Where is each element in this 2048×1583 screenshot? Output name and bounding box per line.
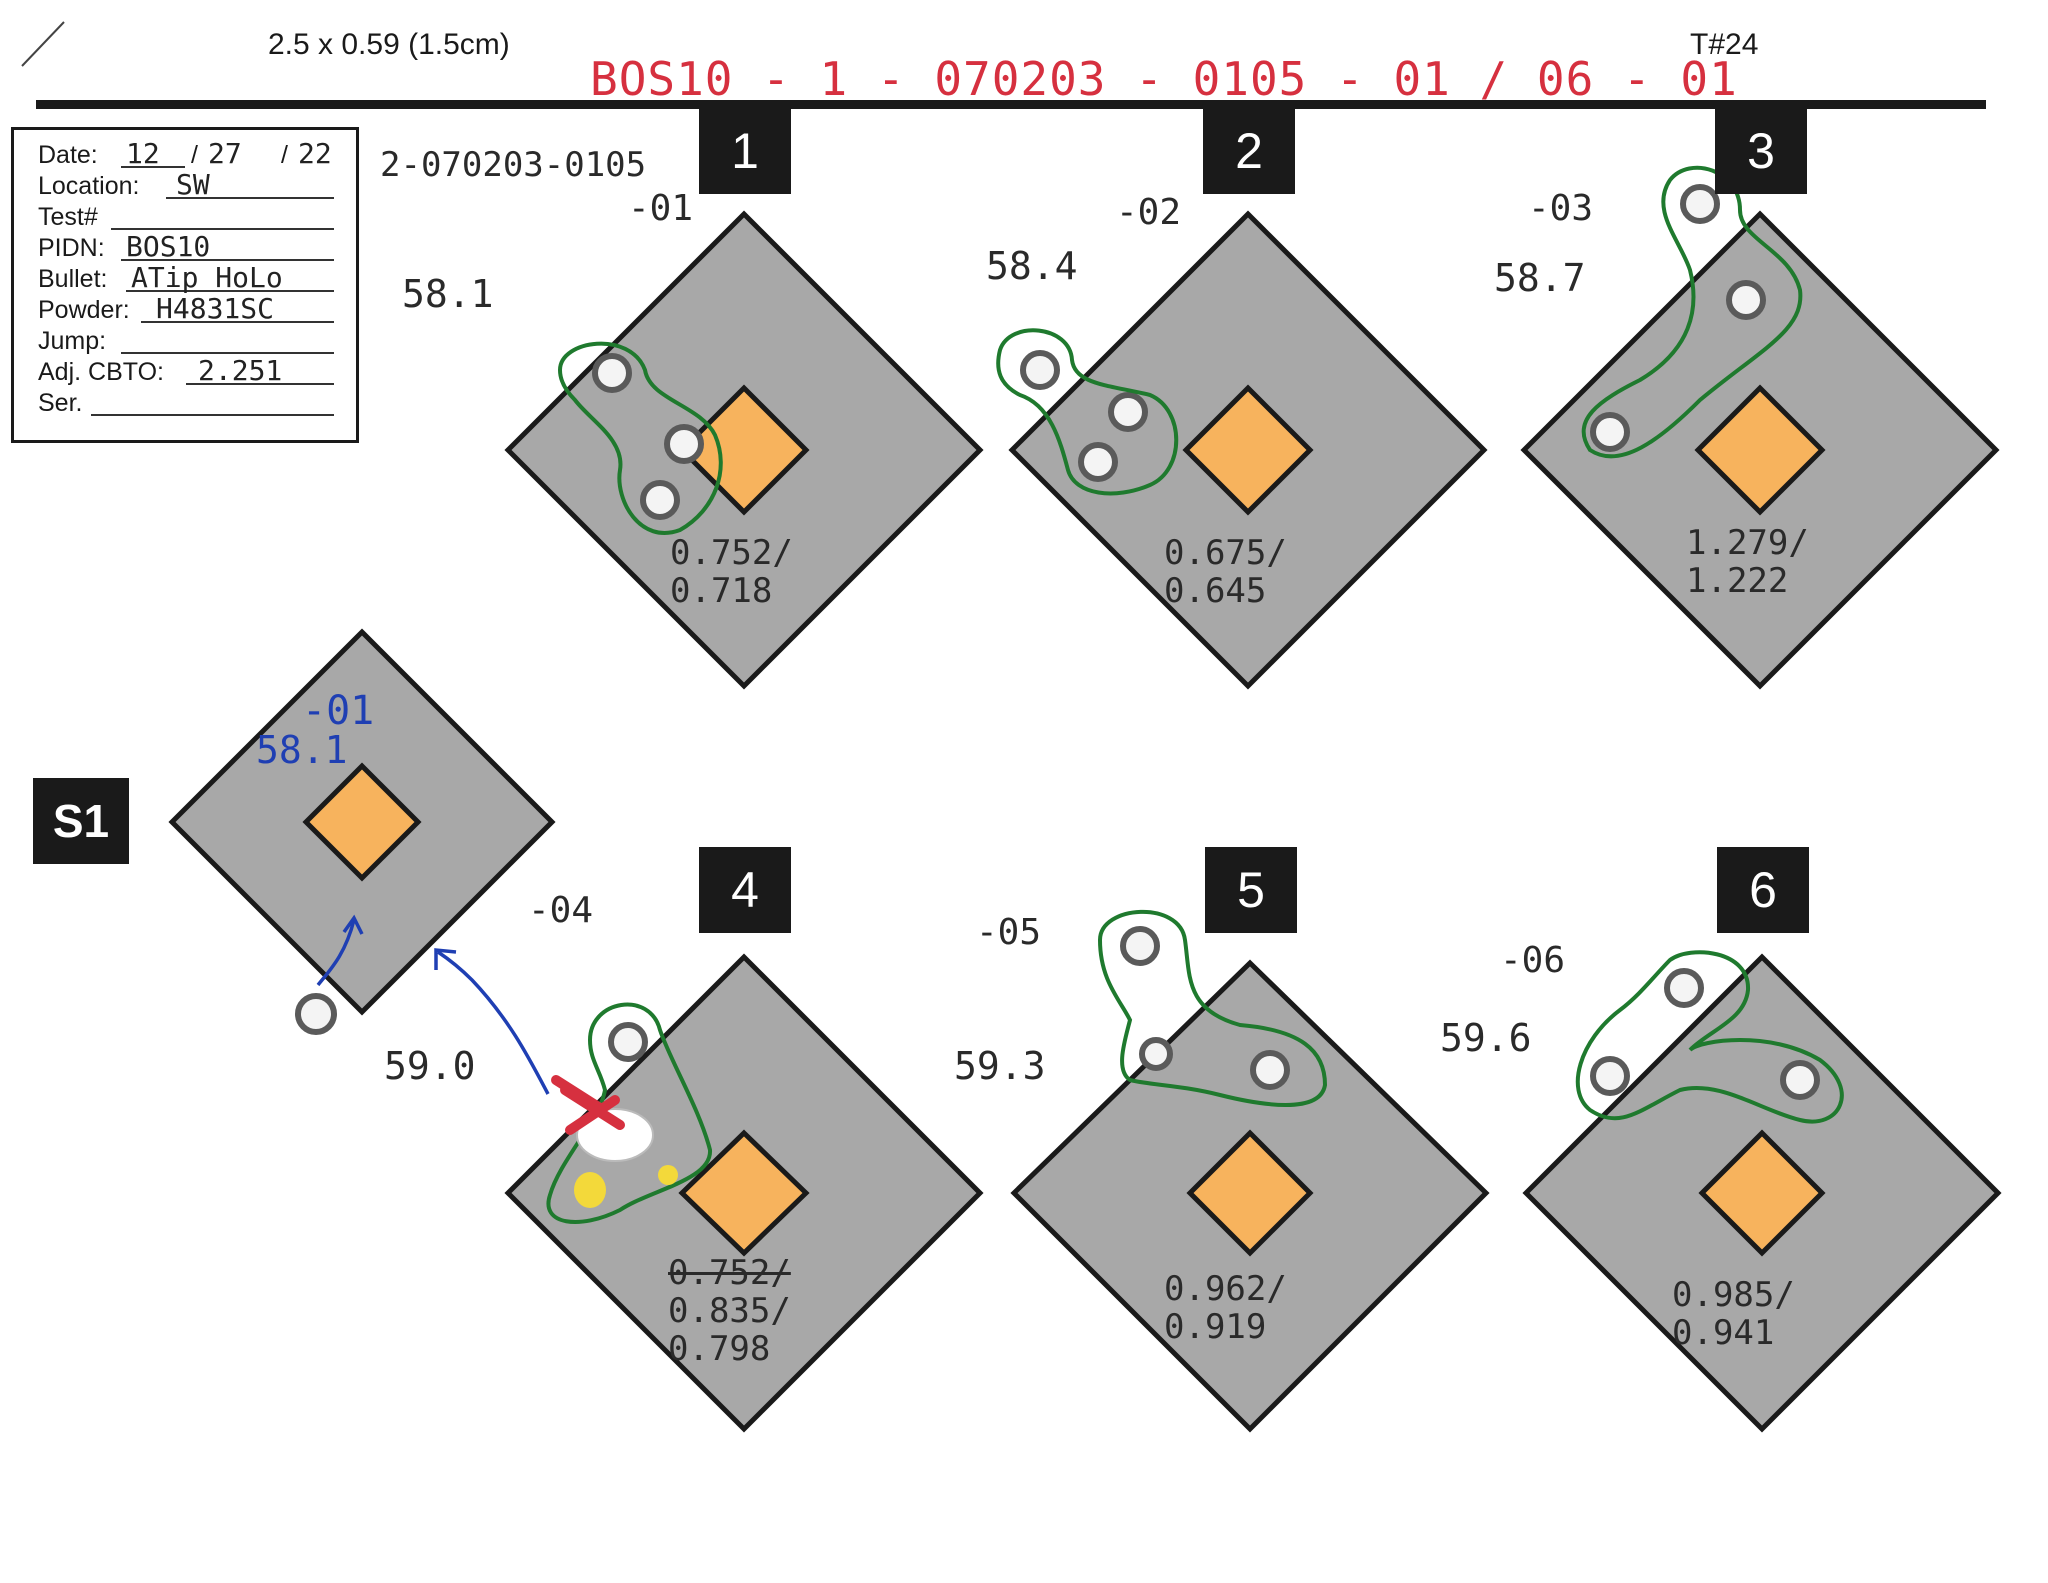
location-label: Location: (38, 172, 140, 200)
target-number-2: 2 (1203, 108, 1295, 194)
info-pidn-row: PIDN: BOS10 (26, 230, 344, 264)
group-measure-6: 0.985/ 0.941 (1672, 1276, 1795, 1352)
group-measure-2-a: 0.675/ (1164, 533, 1287, 573)
target-diamond-3 (1520, 210, 2000, 690)
group-outlines (546, 165, 1844, 1224)
powder-label: Powder: (38, 296, 130, 324)
target-number-5: 5 (1205, 847, 1297, 933)
shot-id-6: -06 (1500, 940, 1566, 981)
speed-5: 59.3 (954, 1044, 1046, 1088)
target-number-6: 6 (1717, 847, 1809, 933)
speed-6: 59.6 (1440, 1016, 1532, 1060)
group-measure-5: 0.962/ 0.919 (1164, 1270, 1287, 1346)
sighter-arrows (316, 914, 550, 1095)
group-measure-6-a: 0.985/ (1672, 1275, 1795, 1315)
speed-1: 58.1 (402, 272, 494, 316)
group-measure-4-b: 0.798 (668, 1329, 771, 1369)
group-measure-6-b: 0.941 (1672, 1313, 1775, 1353)
group-measure-1-a: 0.752/ (670, 533, 793, 573)
cbto-label: Adj. CBTO: (38, 358, 164, 386)
handwritten-title: BOS10 - 1 - 070203 - 0105 - 01 / 06 - 01 (590, 52, 1738, 106)
sheet-id: T#24 (1690, 28, 1759, 61)
target-diamond-5 (1010, 959, 1490, 1433)
target-diamond-sighter (168, 628, 556, 1016)
target-number-3: 3 (1715, 108, 1807, 194)
header-rule (36, 100, 1986, 109)
speed-4: 59.0 (384, 1044, 476, 1088)
group-measure-4: 0.752/ 0.835/ 0.798 (668, 1254, 791, 1368)
corner-mark (21, 21, 65, 67)
target-diamond-1 (504, 210, 984, 690)
date-label: Date: (38, 141, 98, 169)
group-measure-1: 0.752/ 0.718 (670, 534, 793, 610)
group-measure-2: 0.675/ 0.645 (1164, 534, 1287, 610)
date-year: 22 (298, 137, 332, 170)
speed-3: 58.7 (1494, 256, 1586, 300)
cbto-value: 2.251 (198, 354, 283, 387)
info-jump-row: Jump: (26, 326, 344, 357)
shot-id-4: -04 (528, 890, 594, 931)
group-measure-2-b: 0.645 (1164, 571, 1267, 611)
pidn-label: PIDN: (38, 234, 105, 262)
group-measure-5-a: 0.962/ (1164, 1269, 1287, 1309)
info-ser-row: Ser. (26, 388, 344, 419)
group-measure-3: 1.279/ 1.222 (1686, 524, 1809, 600)
sighter-shot-id: -01 (302, 688, 375, 734)
shot-id-2: -02 (1116, 192, 1182, 233)
powder-value: H4831SC (156, 292, 275, 325)
jump-label: Jump: (38, 327, 107, 355)
location-value: SW (176, 168, 210, 201)
target-number-1: 1 (699, 108, 791, 194)
group-measure-3-b: 1.222 (1686, 561, 1789, 601)
sighter-label: S1 (33, 778, 129, 864)
speed-2: 58.4 (986, 244, 1078, 288)
date-month: 12 (126, 137, 160, 170)
info-date-row: Date: 12 / 27 / 22 (38, 137, 332, 170)
group-measure-4-struck: 0.752/ (668, 1253, 791, 1293)
info-bullet-row: Bullet: ATip HoLo (26, 261, 344, 295)
info-location-row: Location: SW (26, 168, 344, 202)
shot-id-3: -03 (1528, 188, 1594, 229)
test-label: Test# (38, 203, 98, 231)
handwritten-code: 2-070203-0105 (380, 145, 647, 185)
bullet-label: Bullet: (38, 265, 108, 293)
shot-id-5: -05 (976, 912, 1042, 953)
bullet-holes (295, 184, 1820, 1100)
target-diamond-2 (1008, 210, 1488, 690)
date-day: 27 (208, 137, 242, 170)
target-diamond-6 (1522, 953, 2002, 1433)
pidn-value: BOS10 (126, 230, 211, 263)
group-measure-4-a: 0.835/ (668, 1291, 791, 1331)
group-measure-3-a: 1.279/ (1686, 523, 1809, 563)
info-powder-row: Powder: H4831SC (26, 292, 344, 326)
info-box: Date: 12 / 27 / 22 Location: SW Test# PI… (11, 127, 359, 443)
marker-blob-target-4 (551, 1075, 678, 1208)
info-test-row: Test# (26, 202, 344, 233)
target-size-label: 2.5 x 0.59 (1.5cm) (268, 28, 510, 61)
date-month-line (121, 166, 185, 168)
group-measure-1-b: 0.718 (670, 571, 773, 611)
sighter-speed: 58.1 (256, 728, 348, 772)
target-number-4: 4 (699, 847, 791, 933)
group-measure-5-b: 0.919 (1164, 1307, 1267, 1347)
bullet-value: ATip HoLo (131, 261, 283, 294)
target-diamond-4 (504, 953, 984, 1433)
shot-id-1: -01 (628, 188, 694, 229)
ser-label: Ser. (38, 389, 83, 417)
info-cbto-row: Adj. CBTO: 2.251 (26, 354, 344, 388)
